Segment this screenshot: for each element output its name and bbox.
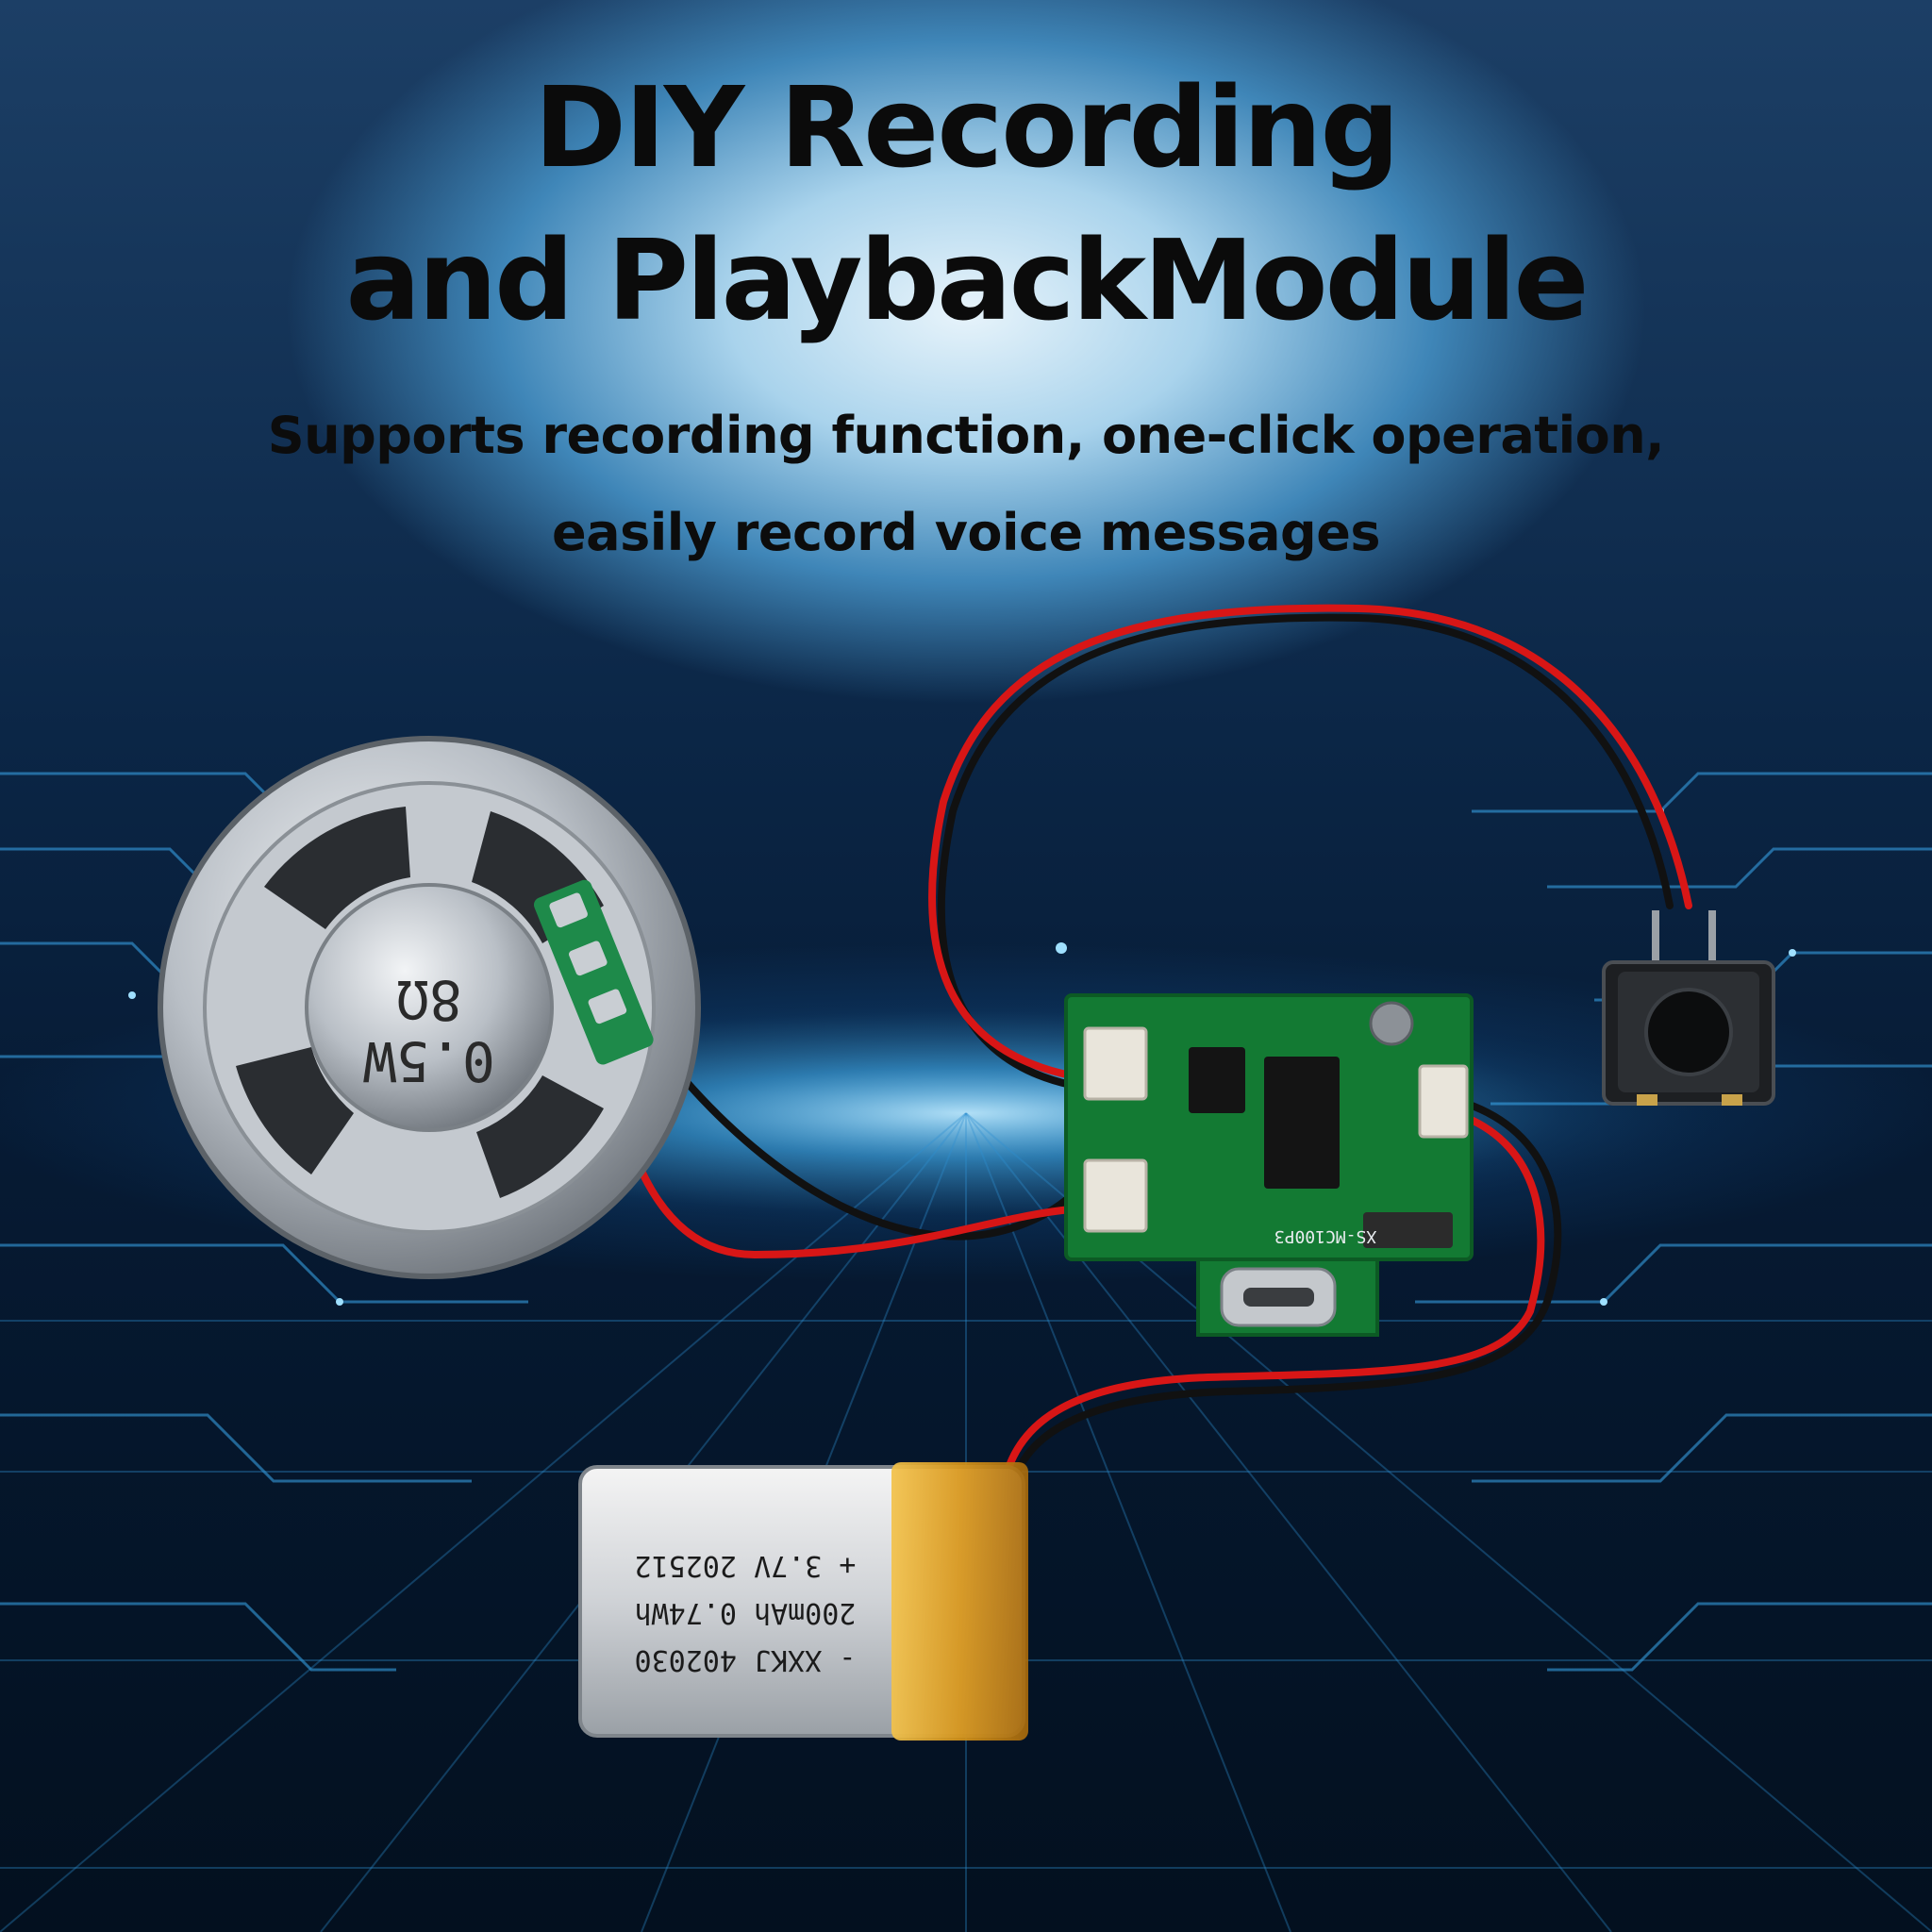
speaker-watt-label: 0.5W <box>363 1029 495 1093</box>
subtitle-line-2: easily record voice messages <box>552 503 1380 562</box>
speaker: 8Ω 0.5W <box>158 736 701 1279</box>
battery-label-line-2: 200mAh 0.74Wh <box>635 1596 857 1629</box>
speaker-ohm-label: 8Ω <box>396 968 462 1032</box>
pcb-silkscreen-text: XS-MC100P3 <box>1274 1226 1376 1246</box>
subtitle-line-1: Supports recording function, one-click o… <box>267 406 1665 465</box>
battery-label-line-3: - XXKJ 402030 <box>635 1643 857 1676</box>
push-button-switch <box>1602 910 1775 1106</box>
battery-label-line-1: + 3.7V 202512 <box>635 1549 857 1582</box>
title-line-2: and PlaybackModule <box>345 215 1590 345</box>
lipo-battery: + 3.7V 202512 200mAh 0.74Wh - XXKJ 40203… <box>578 1462 1028 1740</box>
pcb-module: XS-MC100P3 <box>1064 993 1474 1337</box>
title-line-1: DIY Recording <box>534 62 1400 192</box>
speaker-terminal <box>533 879 654 1065</box>
